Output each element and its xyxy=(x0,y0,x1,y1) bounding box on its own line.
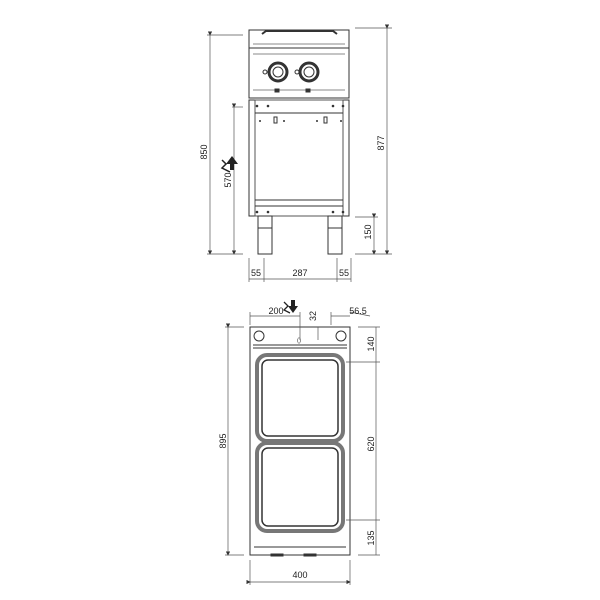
dim-depth: 895 xyxy=(218,433,228,448)
dim-plate-span: 620 xyxy=(366,436,376,451)
dim-left-offset: 55 xyxy=(251,268,261,278)
arrow-down-icon xyxy=(282,300,298,314)
hotplate-top xyxy=(255,353,345,443)
top-view: () xyxy=(225,311,380,585)
dim-right-offset-top: 56.5 xyxy=(349,306,367,316)
knob-right xyxy=(294,61,320,83)
front-view xyxy=(207,24,392,282)
dim-top-margin: 140 xyxy=(366,336,376,351)
dim-connection-y: 32 xyxy=(308,311,318,321)
dim-right-offset: 55 xyxy=(339,268,349,278)
knob-left xyxy=(262,61,289,83)
dim-leg-connection: 150 xyxy=(363,224,373,239)
electric-connection-icon xyxy=(220,156,238,173)
dim-bottom-margin: 135 xyxy=(366,530,376,545)
svg-text:(): () xyxy=(297,338,301,344)
dim-inner-width: 287 xyxy=(292,268,307,278)
dim-connection-height: 570 xyxy=(223,172,233,187)
dim-width: 400 xyxy=(292,570,307,580)
dim-total-height: 850 xyxy=(199,144,209,159)
dim-connection-x: 200 xyxy=(268,306,283,316)
hotplate-bottom xyxy=(255,441,345,533)
dim-overall-height: 877 xyxy=(376,135,386,150)
